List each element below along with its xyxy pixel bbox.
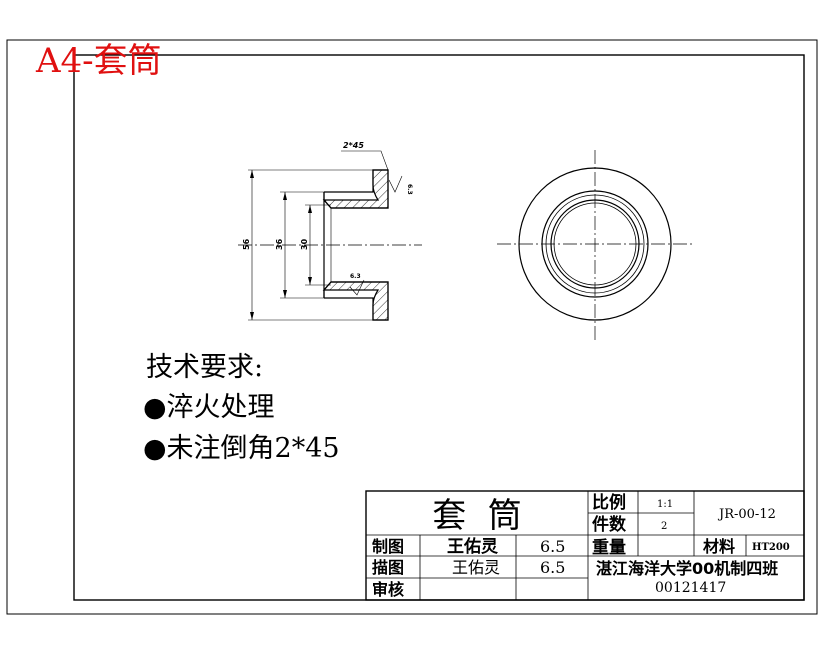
section-outline-bottom: [323, 281, 389, 321]
quantity-value: 2: [661, 521, 667, 532]
roughness-symbol-bottom: [349, 279, 365, 296]
dim-label-56: 56: [242, 238, 251, 250]
roughness-label-bore: 6.3: [350, 273, 361, 280]
drawn-date: 6.5: [540, 537, 565, 556]
title-block-frame: [365, 490, 805, 601]
dimension-arrows: [250, 170, 312, 320]
title-block: [365, 490, 805, 601]
chamfer-label: 2*45: [343, 141, 364, 150]
student-id: 00121417: [655, 580, 726, 596]
traced-name: 王佑灵: [452, 558, 500, 577]
material-value: HT200: [752, 542, 790, 553]
school-name: 湛江海洋大学00机制四班: [596, 559, 778, 578]
roughness-label-top: 6.3: [406, 184, 413, 195]
weight-label: 重量: [592, 537, 626, 558]
part-name: 套 筒: [432, 496, 522, 536]
title-block-text: 套 筒 比例 1:1 JR-00-12 件数 2 制图 王佑灵 6.5 重量 材…: [372, 492, 790, 599]
dim-label-36: 36: [275, 238, 284, 250]
section-wall-top: [322, 169, 389, 209]
end-view: [497, 150, 692, 340]
technical-requirements: 技术要求: ●淬火处理 ●未注倒角2*45: [143, 352, 340, 464]
outer-sheet-border: [6, 39, 818, 615]
drawing-number: JR-00-12: [717, 507, 776, 522]
dim-label-30: 30: [300, 238, 309, 250]
requirement-item: ●未注倒角2*45: [143, 433, 340, 464]
checked-label: 审核: [372, 580, 404, 599]
section-view: [238, 169, 422, 321]
scale-label: 比例: [592, 492, 626, 513]
chamfer-leader: [341, 150, 389, 171]
traced-label: 描图: [372, 558, 404, 577]
requirement-item: ●淬火处理: [143, 392, 275, 423]
roughness-symbol-top: [388, 175, 403, 193]
drawn-name: 王佑灵: [447, 536, 499, 557]
scale-value: 1:1: [657, 499, 673, 510]
drawn-label: 制图: [372, 537, 404, 556]
traced-date: 6.5: [540, 558, 565, 577]
dimension-lines: [248, 150, 403, 321]
material-label: 材料: [703, 537, 735, 556]
section-wall-bottom: [322, 281, 389, 321]
sheet-label: A4-套筒: [35, 41, 162, 81]
requirements-heading: 技术要求:: [146, 352, 263, 383]
quantity-label: 件数: [592, 514, 627, 535]
section-outline-top: [323, 169, 389, 209]
